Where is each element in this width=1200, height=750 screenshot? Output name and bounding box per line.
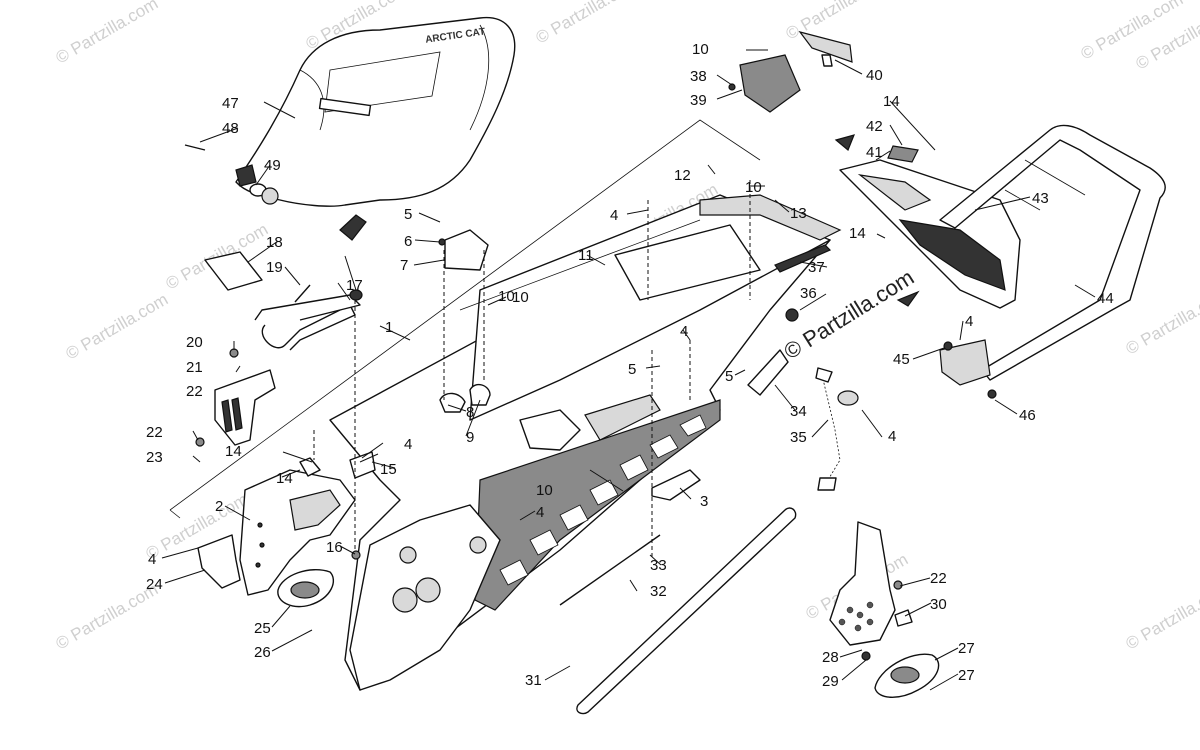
- callout-10: 10: [498, 288, 515, 305]
- callout-4: 4: [680, 323, 688, 340]
- callout-49: 49: [264, 157, 281, 174]
- callout-36: 36: [800, 285, 817, 302]
- callout-10: 10: [512, 289, 529, 306]
- callout-22: 22: [930, 570, 947, 587]
- callout-6: 6: [404, 233, 412, 250]
- callout-27: 27: [958, 640, 975, 657]
- callout-8: 8: [466, 404, 474, 421]
- callout-4: 4: [148, 551, 156, 568]
- seat-bolt: [184, 144, 279, 205]
- callout-13: 13: [790, 205, 807, 222]
- callout-14: 14: [849, 225, 866, 242]
- callout-22: 22: [146, 424, 163, 441]
- callout-15: 15: [380, 461, 397, 478]
- callout-44: 44: [1097, 290, 1114, 307]
- callout-43: 43: [1032, 190, 1049, 207]
- grab-handle: [254, 284, 363, 351]
- seat: ARCTIC CAT: [235, 16, 516, 241]
- callout-34: 34: [790, 403, 807, 420]
- callout-5: 5: [404, 206, 412, 223]
- callout-4: 4: [965, 313, 973, 330]
- callout-47: 47: [222, 95, 239, 112]
- callout-40: 40: [866, 67, 883, 84]
- callout-21: 21: [186, 359, 203, 376]
- bracket-35: [747, 349, 789, 396]
- watermark-center: © Partzilla.com: [779, 264, 918, 364]
- callout-20: 20: [186, 334, 203, 351]
- watermark: © Partzilla.com: [63, 290, 172, 364]
- callout-31: 31: [525, 672, 542, 689]
- callout-5: 5: [725, 368, 733, 385]
- callout-23: 23: [146, 449, 163, 466]
- callout-37: 37: [808, 259, 825, 276]
- bracket-25: [197, 534, 241, 589]
- callout-16: 16: [326, 539, 343, 556]
- callout-39: 39: [690, 92, 707, 109]
- callout-24: 24: [146, 576, 163, 593]
- callout-46: 46: [1019, 407, 1036, 424]
- callout-45: 45: [893, 351, 910, 368]
- direction-arrows: [834, 134, 920, 307]
- rear-bumper-45: [939, 124, 1166, 381]
- callout-41: 41: [866, 144, 883, 161]
- callout-14: 14: [225, 443, 242, 460]
- callout-18: 18: [266, 234, 283, 251]
- callout-11: 11: [578, 247, 594, 264]
- callout-14: 14: [883, 93, 900, 110]
- callout-2: 2: [215, 498, 223, 515]
- callout-25: 25: [254, 620, 271, 637]
- callout-32: 32: [650, 583, 667, 600]
- callout-35: 35: [790, 429, 807, 446]
- callout-14: 14: [276, 470, 293, 487]
- watermark: © Partzilla.com: [1123, 285, 1200, 359]
- callout-38: 38: [690, 68, 707, 85]
- assembly-outline: [169, 119, 761, 519]
- pad-20: [204, 251, 263, 291]
- watermark: © Partzilla.com: [533, 0, 642, 47]
- callout-4: 4: [888, 428, 896, 445]
- callout-22: 22: [186, 383, 203, 400]
- callout-10: 10: [745, 179, 762, 196]
- callout-48: 48: [222, 120, 239, 137]
- callout-10: 10: [536, 482, 553, 499]
- callout-10: 10: [692, 41, 709, 58]
- tube-33: [576, 507, 797, 715]
- callout-4: 4: [536, 504, 544, 521]
- rail-bracket-2: [239, 469, 356, 596]
- callout-33: 33: [650, 557, 667, 574]
- bracket-23: [195, 348, 276, 447]
- callout-26: 26: [254, 644, 271, 661]
- callout-42: 42: [866, 118, 883, 135]
- callout-1: 1: [385, 319, 393, 336]
- hitch-plate: [939, 339, 997, 399]
- taillight-44: [839, 145, 1021, 309]
- callout-7: 7: [400, 257, 408, 274]
- callout-19: 19: [266, 259, 283, 276]
- callout-9: 9: [466, 429, 474, 446]
- strap-36: [815, 367, 859, 491]
- callout-12: 12: [674, 167, 691, 184]
- callout-28: 28: [822, 649, 839, 666]
- callout-30: 30: [930, 596, 947, 613]
- callout-27: 27: [958, 667, 975, 684]
- assembly-lines: [313, 180, 751, 560]
- bracket-40-41: [728, 30, 853, 113]
- watermark: © Partzilla.com: [783, 0, 892, 43]
- callout-4: 4: [610, 207, 618, 224]
- callout-29: 29: [822, 673, 839, 690]
- bracket-29: [829, 521, 913, 661]
- callout-5: 5: [628, 361, 636, 378]
- watermark: © Partzilla.com: [53, 580, 162, 654]
- footrest-28: [874, 653, 940, 698]
- leader-lines: [161, 49, 1096, 691]
- tunnel: [299, 194, 842, 691]
- callout-3: 3: [700, 493, 708, 510]
- watermark: © Partzilla.com: [53, 0, 162, 67]
- watermark: © Partzilla.com: [1123, 580, 1200, 654]
- callout-4: 4: [404, 436, 412, 453]
- footrest-26: [277, 569, 335, 608]
- callout-17: 17: [346, 277, 363, 294]
